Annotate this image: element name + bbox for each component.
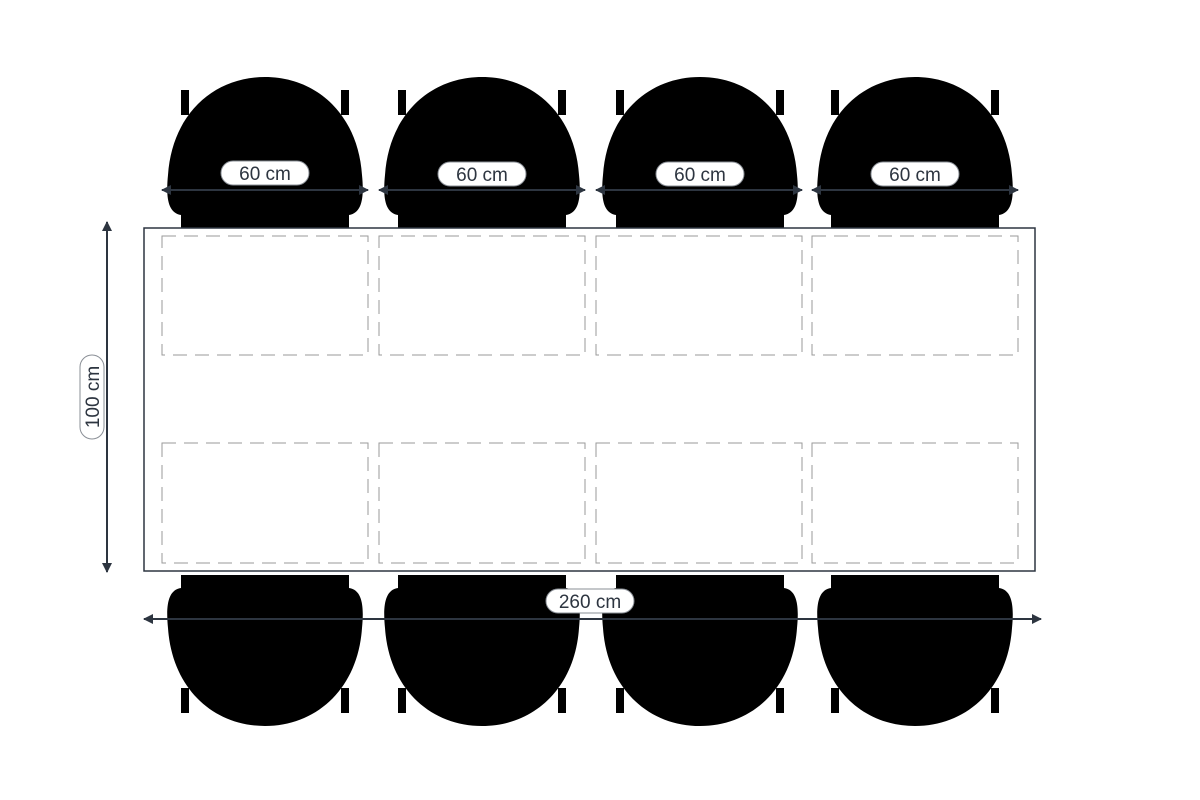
- chairs-top-row: [167, 77, 1013, 228]
- seat-width-label: 60 cm: [456, 165, 508, 186]
- chair-bottom-1: [167, 575, 363, 726]
- table-width-label: 100 cm: [83, 366, 104, 428]
- place-setting: [811, 442, 1019, 564]
- chair-top-1: [167, 77, 363, 228]
- seat-width-label: 60 cm: [674, 165, 726, 186]
- place-setting: [161, 235, 369, 356]
- chair-top-2: [384, 77, 580, 228]
- seat-width-labels: 60 cm 60 cm 60 cm 60 cm: [220, 160, 960, 187]
- place-setting: [595, 442, 803, 564]
- table-length-label-group: 260 cm: [545, 588, 635, 614]
- table-length-label: 260 cm: [559, 592, 621, 613]
- chair-bottom-4: [817, 575, 1013, 726]
- place-setting: [595, 235, 803, 356]
- table-width-label-group: 100 cm: [79, 354, 105, 440]
- place-settings: [161, 235, 1019, 564]
- chair-top-3: [602, 77, 798, 228]
- seat-width-label: 60 cm: [889, 165, 941, 186]
- place-setting: [811, 235, 1019, 356]
- chair-top-4: [817, 77, 1013, 228]
- seat-width-label: 60 cm: [239, 164, 291, 185]
- place-setting: [378, 442, 586, 564]
- place-setting: [161, 442, 369, 564]
- table-top: [143, 227, 1036, 572]
- seat-width-arrows: [102, 185, 1042, 624]
- place-setting: [378, 235, 586, 356]
